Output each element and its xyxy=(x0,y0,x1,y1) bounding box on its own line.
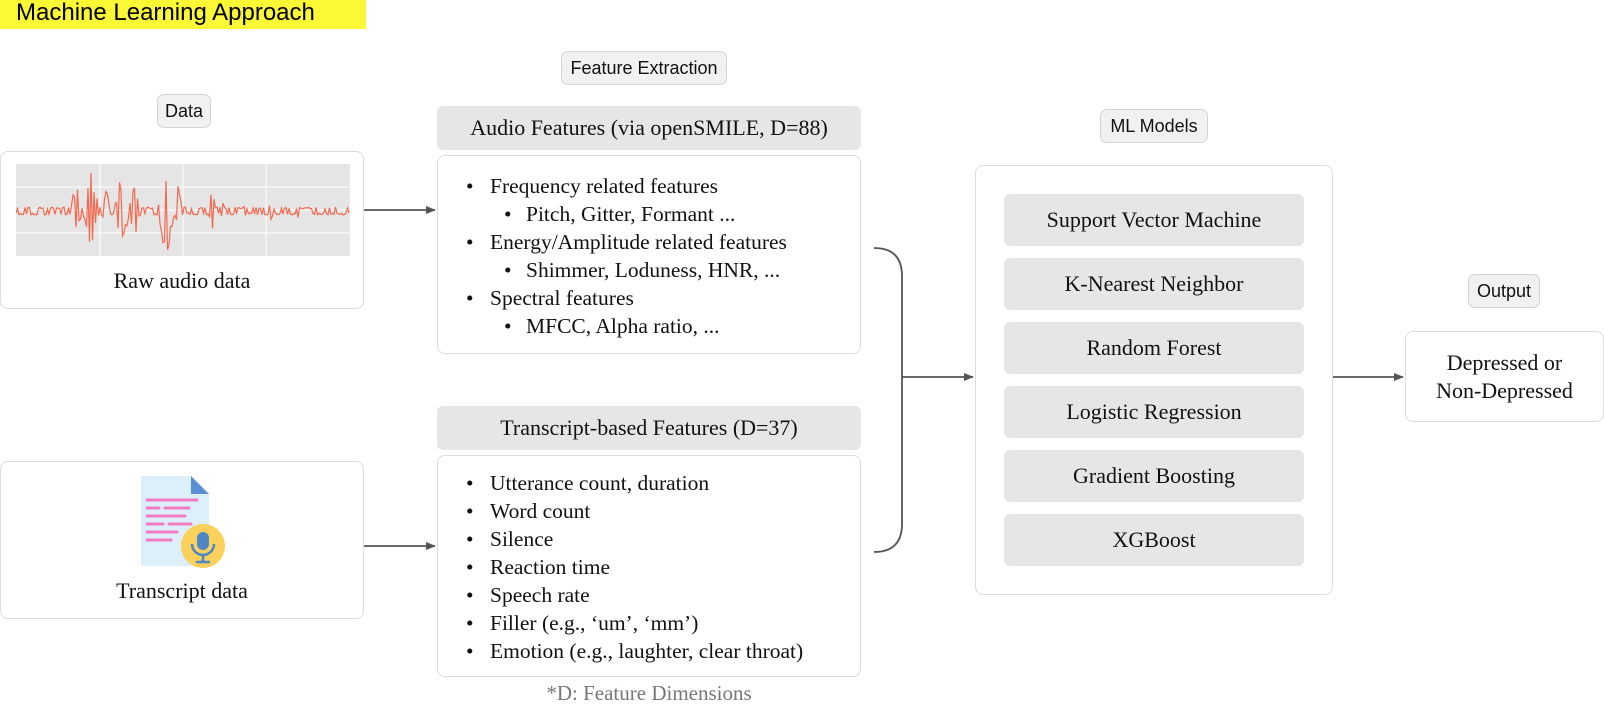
transcript-features-card: Utterance count, durationWord countSilen… xyxy=(437,455,861,677)
raw-audio-caption: Raw audio data xyxy=(113,268,251,293)
audio-features-list: Frequency related featuresPitch, Gitter,… xyxy=(462,172,860,340)
audio-waveform-icon xyxy=(16,164,350,256)
transcript-feature-item: Reaction time xyxy=(462,553,860,581)
transcript-feature-item: Speech rate xyxy=(462,581,860,609)
audio-feature-subitem: MFCC, Alpha ratio, ... xyxy=(490,312,860,340)
output-line-1: Depressed or xyxy=(1446,349,1563,375)
transcript-features-header: Transcript-based Features (D=37) xyxy=(437,406,861,450)
feature-dimensions-footnote: *D: Feature Dimensions xyxy=(546,681,752,705)
ml-models-label: ML Models xyxy=(1100,109,1208,143)
audio-feature-item: Energy/Amplitude related featuresShimmer… xyxy=(462,228,860,284)
transcript-feature-item: Word count xyxy=(462,497,860,525)
audio-features-header: Audio Features (via openSMILE, D=88) xyxy=(437,106,861,150)
audio-feature-subitem: Shimmer, Loduness, HNR, ... xyxy=(490,256,860,284)
raw-audio-card: Raw audio data xyxy=(0,151,364,309)
model-logistic-regression: Logistic Regression xyxy=(1004,386,1304,438)
transcript-feature-item: Filler (e.g., ‘um’, ‘mm’) xyxy=(462,609,860,637)
model-knn: K-Nearest Neighbor xyxy=(1004,258,1304,310)
audio-feature-item: Frequency related featuresPitch, Gitter,… xyxy=(462,172,860,228)
model-gradient-boosting: Gradient Boosting xyxy=(1004,450,1304,502)
model-random-forest: Random Forest xyxy=(1004,322,1304,374)
transcript-document-icon xyxy=(141,476,225,568)
transcript-card: Transcript data xyxy=(0,461,364,619)
output-label: Output xyxy=(1468,274,1540,308)
page-title: Machine Learning Approach xyxy=(0,0,366,29)
transcript-features-list: Utterance count, durationWord countSilen… xyxy=(462,469,860,665)
data-section-label: Data xyxy=(157,94,211,128)
model-svm: Support Vector Machine xyxy=(1004,194,1304,246)
audio-feature-label: Frequency related features xyxy=(490,174,719,198)
feature-extraction-label: Feature Extraction xyxy=(561,51,727,85)
transcript-feature-item: Silence xyxy=(462,525,860,553)
audio-feature-item: Spectral featuresMFCC, Alpha ratio, ... xyxy=(462,284,860,340)
transcript-feature-item: Emotion (e.g., laughter, clear throat) xyxy=(462,637,860,665)
audio-feature-subitem: Pitch, Gitter, Formant ... xyxy=(490,200,860,228)
model-xgboost: XGBoost xyxy=(1004,514,1304,566)
transcript-feature-item: Utterance count, duration xyxy=(462,469,860,497)
output-line-2: Non-Depressed xyxy=(1436,377,1573,403)
features-merge-bracket xyxy=(873,247,903,553)
audio-features-card: Frequency related featuresPitch, Gitter,… xyxy=(437,155,861,354)
output-card: Depressed or Non-Depressed xyxy=(1405,331,1604,422)
audio-feature-label: Spectral features xyxy=(490,286,634,310)
transcript-caption: Transcript data xyxy=(116,578,248,603)
audio-feature-label: Energy/Amplitude related features xyxy=(490,230,787,254)
